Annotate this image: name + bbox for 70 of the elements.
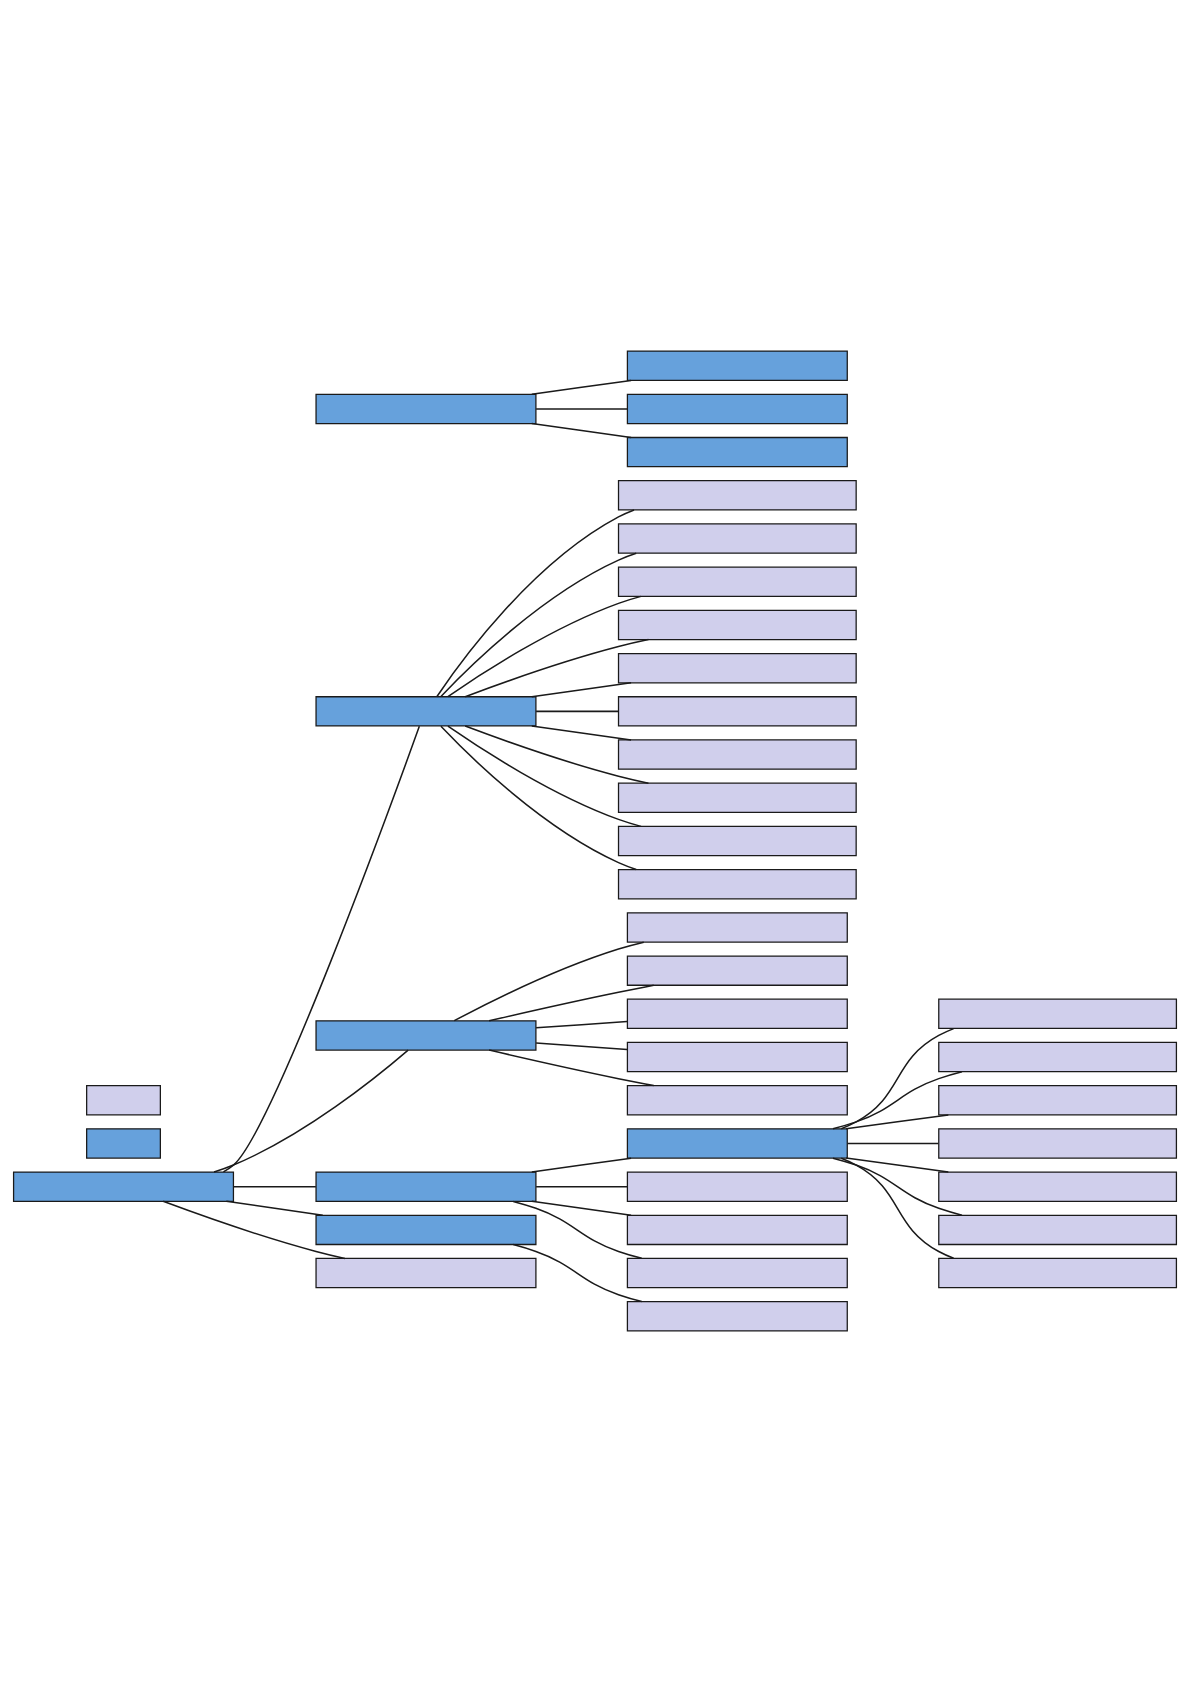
node-box: [626, 1214, 848, 1246]
connector: [512, 1243, 643, 1303]
connector: [531, 1157, 632, 1173]
node-box: [617, 523, 857, 554]
connector: [535, 1020, 628, 1029]
node-box: [86, 1085, 161, 1116]
node-box: [938, 1128, 1178, 1159]
connector: [488, 1049, 655, 1087]
connector: [436, 509, 635, 698]
node-box: [626, 912, 848, 943]
connector: [213, 1049, 409, 1173]
connector: [535, 1042, 628, 1051]
node-box: [86, 1128, 161, 1159]
node-box: [617, 782, 857, 814]
node-box: [315, 1257, 537, 1289]
connector: [512, 1200, 643, 1260]
node-box: [12, 1171, 235, 1202]
node-box: [938, 1171, 1178, 1202]
node-box: [938, 1214, 1178, 1246]
node-box: [626, 393, 848, 425]
connector: [453, 941, 645, 1022]
node-box: [626, 350, 848, 381]
node-box: [315, 1214, 537, 1246]
connector: [535, 1185, 628, 1188]
connector: [447, 725, 642, 828]
node-box: [617, 652, 857, 684]
node-box: [617, 868, 857, 900]
connector: [440, 552, 637, 698]
connector: [846, 1142, 940, 1145]
connector: [840, 1027, 955, 1130]
node-box: [626, 1128, 848, 1159]
node-box: [626, 1041, 848, 1073]
connector: [535, 408, 628, 410]
node-box: [315, 696, 537, 727]
node-box: [626, 1085, 848, 1116]
node-box: [617, 566, 857, 597]
node-box: [617, 696, 857, 727]
connector: [531, 1200, 632, 1216]
node-box: [626, 436, 848, 468]
connector: [832, 1157, 963, 1216]
connector: [222, 725, 421, 1173]
connector: [845, 1114, 950, 1130]
node-box: [626, 1257, 848, 1289]
connector: [232, 1185, 317, 1188]
node-box: [617, 480, 857, 511]
node-box: [938, 1085, 1178, 1116]
node-box: [626, 1171, 848, 1202]
node-box: [938, 998, 1178, 1030]
node-box: [617, 609, 857, 641]
node-box: [315, 393, 537, 425]
node-box: [938, 1257, 1178, 1289]
connector: [840, 1157, 955, 1260]
connector: [531, 682, 632, 698]
connector: [531, 422, 632, 439]
node-box: [617, 739, 857, 770]
connector: [225, 1200, 324, 1216]
connector: [535, 710, 619, 713]
connector: [440, 725, 637, 871]
node-box: [938, 1041, 1178, 1073]
node-box: [626, 955, 848, 986]
connector: [447, 595, 642, 698]
node-box: [626, 998, 848, 1030]
node-box: [626, 1301, 848, 1332]
node-box: [617, 825, 857, 857]
connector: [845, 1157, 950, 1173]
node-box: [315, 1020, 537, 1051]
connector: [832, 1071, 963, 1130]
node-box: [315, 1171, 537, 1202]
connector: [531, 379, 632, 396]
connector: [531, 725, 632, 741]
